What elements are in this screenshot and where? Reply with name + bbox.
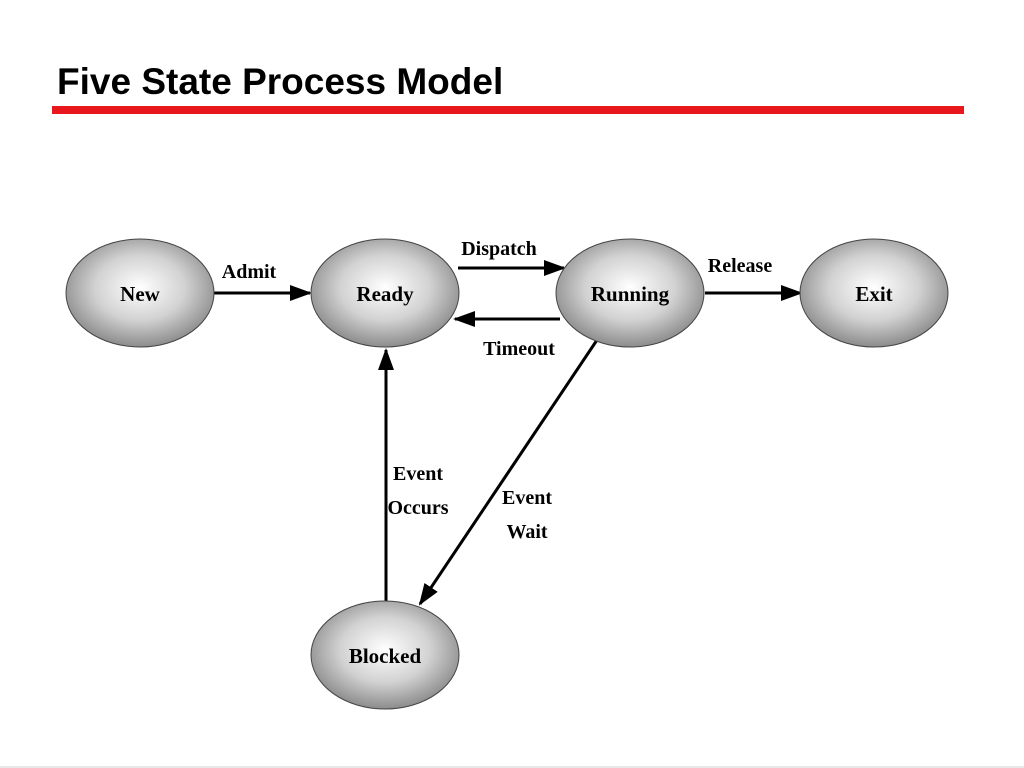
- edge-label-event-occurs-line1: Event: [393, 463, 443, 485]
- state-blocked: Blocked: [310, 600, 460, 710]
- edge-label-event-occurs-line2: Occurs: [387, 497, 448, 519]
- page-title: Five State Process Model: [57, 61, 504, 102]
- edge-label-event-wait-line2: Wait: [506, 521, 547, 543]
- edge-label-release: Release: [708, 255, 773, 277]
- edge-label-admit: Admit: [222, 261, 277, 283]
- edge-label-event-wait-line1: Event: [502, 487, 552, 509]
- state-running-label: Running: [591, 282, 670, 306]
- edge-label-dispatch: Dispatch: [461, 238, 537, 260]
- title-underline: [52, 106, 964, 114]
- state-ready-label: Ready: [356, 282, 414, 306]
- bottom-border: [0, 766, 1024, 768]
- edge-event-wait: [418, 339, 599, 606]
- state-running: Running: [555, 238, 705, 348]
- state-ready: Ready: [310, 238, 460, 348]
- state-new-label: New: [120, 282, 160, 306]
- state-blocked-label: Blocked: [349, 644, 422, 668]
- edge-label-timeout: Timeout: [483, 338, 555, 360]
- state-new: New: [65, 238, 215, 348]
- state-exit-label: Exit: [855, 282, 892, 306]
- state-exit: Exit: [799, 238, 949, 348]
